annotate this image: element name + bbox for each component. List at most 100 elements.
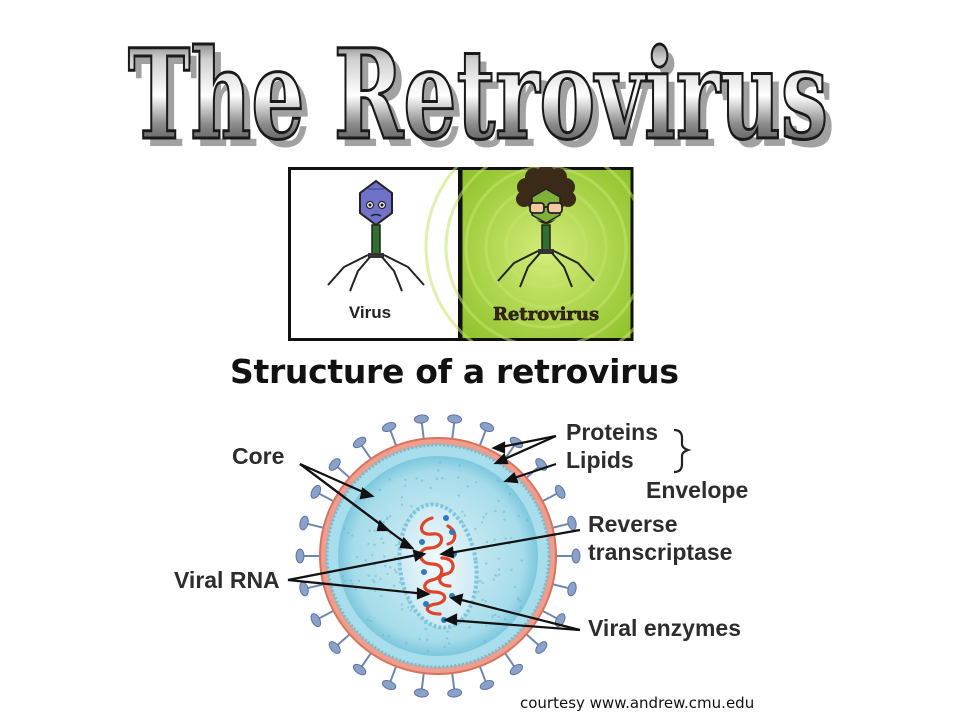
label-reverse: Reverse <box>588 511 678 537</box>
spike-stem <box>337 632 352 646</box>
matrix-dot <box>371 553 374 557</box>
matrix-dot <box>437 469 440 472</box>
spike-head <box>567 515 577 531</box>
page-title: The Retrovirus <box>128 23 828 168</box>
matrix-dot <box>351 582 354 586</box>
matrix-dot <box>387 634 390 638</box>
matrix-dot <box>443 645 446 649</box>
matrix-dot <box>426 638 429 641</box>
credit-text: courtesy www.andrew.cmu.edu <box>520 694 755 712</box>
matrix-dot <box>409 609 413 612</box>
matrix-dot <box>475 481 478 484</box>
spike-head <box>554 484 566 499</box>
spike-head <box>328 641 341 654</box>
matrix-dot <box>385 518 389 521</box>
matrix-dot <box>364 559 367 562</box>
retrovirus-icon <box>497 167 595 288</box>
matrix-dot <box>343 527 346 530</box>
matrix-dot <box>497 568 501 571</box>
spike-head <box>479 680 495 691</box>
spike-head <box>352 663 367 676</box>
matrix-dot <box>343 579 347 583</box>
matrix-dot <box>393 568 397 572</box>
matrix-dot <box>481 581 484 585</box>
matrix-dot <box>493 538 496 541</box>
matrix-dot <box>389 566 392 569</box>
diagram-title: Structure of a retrovirus <box>230 352 679 391</box>
matrix-dot <box>441 477 444 480</box>
matrix-dot <box>400 608 404 611</box>
matrix-dot <box>386 572 389 576</box>
spike-stem <box>361 445 373 462</box>
matrix-dot <box>341 574 344 578</box>
matrix-dot <box>461 510 464 514</box>
matrix-dot <box>458 464 461 467</box>
matrix-dot <box>357 579 361 583</box>
title-banner: The Retrovirus The Retrovirus <box>127 22 836 169</box>
spike-stem <box>389 430 398 448</box>
matrix-dot <box>497 573 501 577</box>
spike-head <box>479 421 495 432</box>
spike-head <box>328 458 341 471</box>
matrix-dot <box>420 479 424 482</box>
retrovirus-structure-diagram: Core Proteins Lipids Envelope Reverse tr… <box>160 408 780 698</box>
spike-head <box>509 663 524 676</box>
matrix-dot <box>485 624 488 627</box>
matrix-dot <box>369 619 372 623</box>
matrix-dot <box>463 514 466 517</box>
matrix-dot <box>457 476 460 479</box>
matrix-dot <box>424 627 428 631</box>
matrix-dot <box>400 496 403 499</box>
matrix-dot <box>388 515 392 518</box>
matrix-dot <box>439 461 442 464</box>
matrix-dot <box>379 594 383 598</box>
matrix-dot <box>356 556 359 559</box>
matrix-dot <box>510 568 513 571</box>
matrix-dot <box>349 579 353 582</box>
spike-head <box>447 688 463 698</box>
label-viral-enzymes: Viral enzymes <box>588 615 742 641</box>
matrix-dot <box>347 531 350 535</box>
matrix-dot <box>491 614 495 617</box>
matrix-dot <box>367 542 370 546</box>
matrix-dot <box>497 615 500 619</box>
matrix-dot <box>497 499 500 503</box>
matrix-dot <box>446 630 449 634</box>
spike-head <box>310 484 322 499</box>
envelope-bracket <box>673 428 692 474</box>
matrix-dot <box>485 562 488 565</box>
matrix-dot <box>508 492 512 496</box>
matrix-dot <box>492 578 495 581</box>
matrix-dot <box>380 537 383 540</box>
matrix-dot <box>481 598 484 602</box>
retrovirus-caption: Retrovirus <box>493 304 599 325</box>
virus-caption: Virus <box>349 303 391 322</box>
leader-lines <box>287 434 581 632</box>
spike-head <box>381 680 397 691</box>
label-viral-rna: Viral RNA <box>174 567 280 593</box>
matrix-dot <box>520 559 523 562</box>
matrix-dot <box>383 555 386 558</box>
matrix-dot <box>354 588 358 591</box>
matrix-dot <box>435 477 438 481</box>
matrix-dot <box>477 590 480 594</box>
matrix-dot <box>497 557 501 560</box>
matrix-dot <box>406 606 410 609</box>
matrix-dot <box>373 589 377 593</box>
spike-head <box>413 414 429 424</box>
spike-head <box>571 548 581 564</box>
matrix-dot <box>393 584 396 587</box>
title-shadow: The Retrovirus <box>135 31 835 168</box>
matrix-dot <box>503 617 507 621</box>
matrix-dot <box>368 529 371 532</box>
matrix-dot <box>351 534 354 537</box>
spike-head <box>413 688 429 698</box>
matrix-dot <box>509 536 513 540</box>
matrix-dot <box>457 494 460 497</box>
matrix-dot <box>503 518 506 521</box>
viral-rna-icon <box>418 516 457 616</box>
spike-head <box>295 548 305 564</box>
matrix-dot <box>374 574 377 578</box>
spike-head <box>567 581 577 597</box>
matrix-dot <box>405 641 408 645</box>
